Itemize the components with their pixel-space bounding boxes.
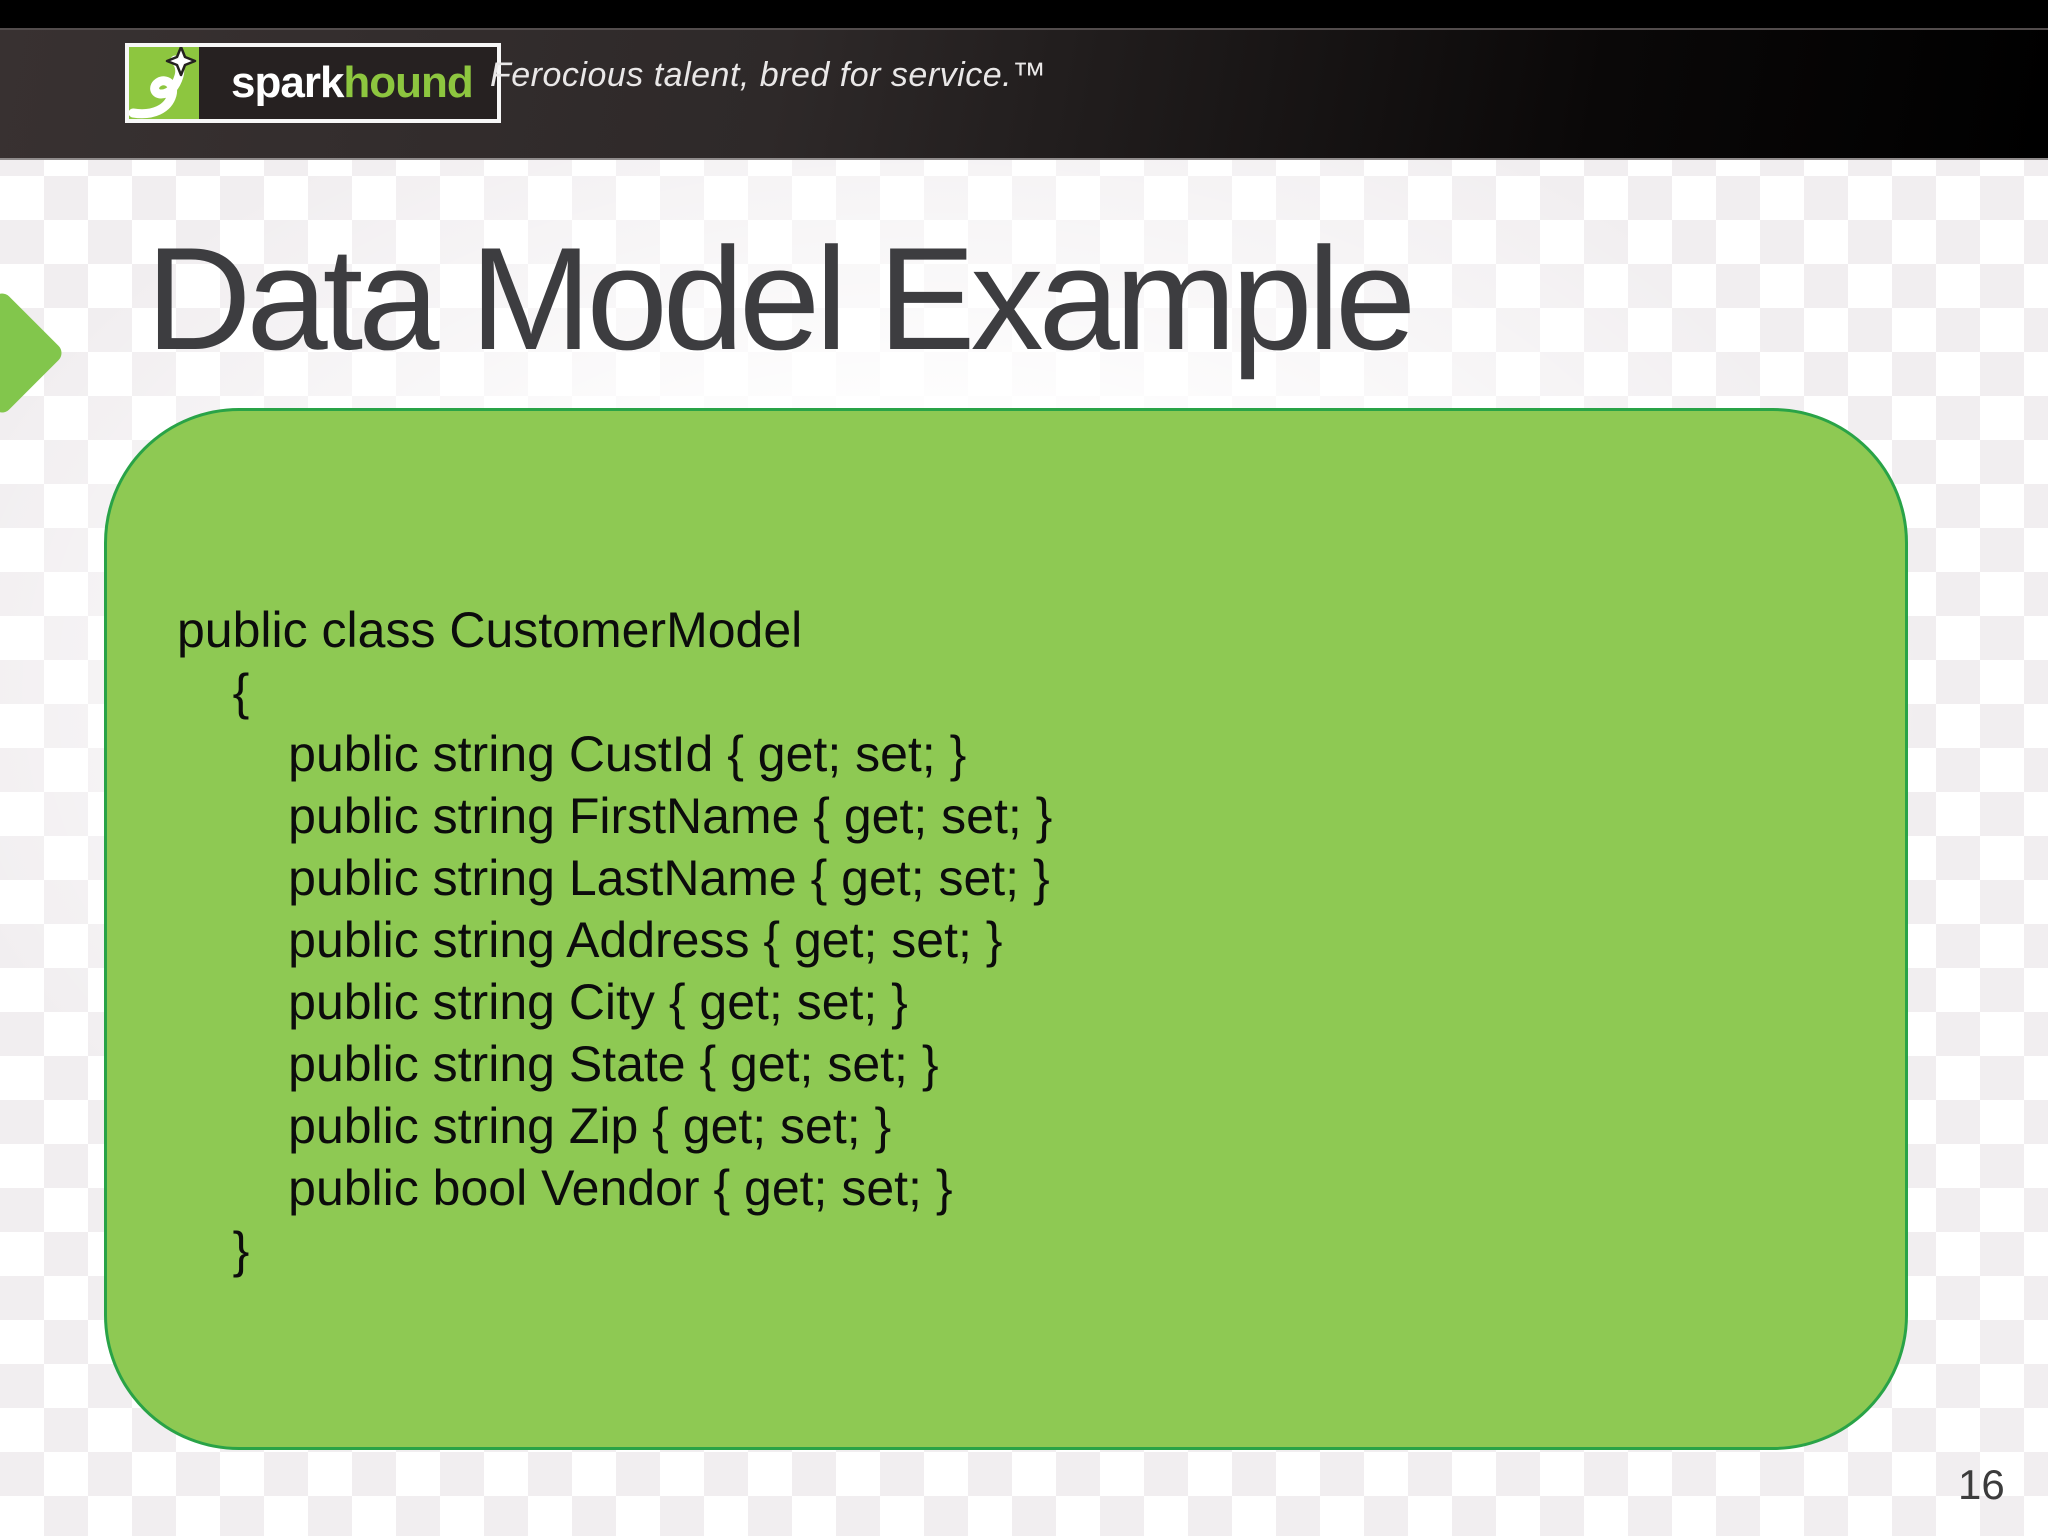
brand-name-spark: spark [231, 58, 344, 107]
brand-name-hound: hound [343, 58, 473, 107]
sparkhound-logo-icon [129, 47, 199, 119]
code-line: public string Address { get; set; } [177, 912, 1003, 968]
code-line: public class CustomerModel [177, 602, 803, 658]
code-line: public string State { get; set; } [177, 1036, 939, 1092]
code-line: { [177, 664, 250, 720]
code-block: public class CustomerModel { public stri… [177, 599, 1052, 1281]
code-line: } [177, 1222, 250, 1278]
code-line: public string CustId { get; set; } [177, 726, 967, 782]
brand-tagline: Ferocious talent, bred for service.™ [490, 56, 1047, 94]
code-line: public string LastName { get; set; } [177, 850, 1050, 906]
code-line: public string Zip { get; set; } [177, 1098, 892, 1154]
page-title: Data Model Example [146, 217, 1416, 380]
green-diamond-arrow-icon [0, 289, 66, 417]
code-panel: public class CustomerModel { public stri… [104, 408, 1908, 1450]
page-number: 16 [1958, 1461, 2005, 1508]
code-line: public string City { get; set; } [177, 974, 908, 1030]
code-line: public bool Vendor { get; set; } [177, 1160, 953, 1216]
code-line: public string FirstName { get; set; } [177, 788, 1053, 844]
